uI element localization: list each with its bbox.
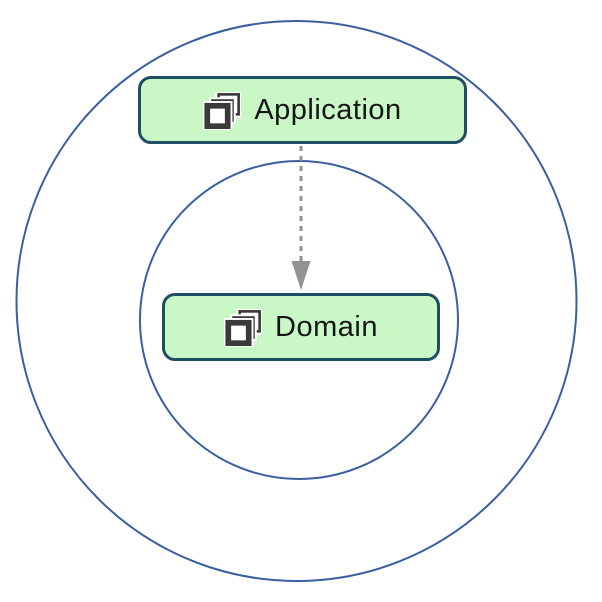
stacked-squares-icon bbox=[224, 309, 263, 347]
outer-circle bbox=[15, 20, 578, 582]
dependency-arrow-head bbox=[291, 261, 311, 290]
stacked-squares-icon bbox=[203, 92, 242, 130]
inner-circle bbox=[139, 160, 459, 480]
node-application[interactable]: Application bbox=[138, 76, 467, 144]
node-domain[interactable]: Domain bbox=[162, 293, 440, 361]
node-label-domain: Domain bbox=[275, 310, 378, 343]
node-label-application: Application bbox=[254, 93, 402, 126]
